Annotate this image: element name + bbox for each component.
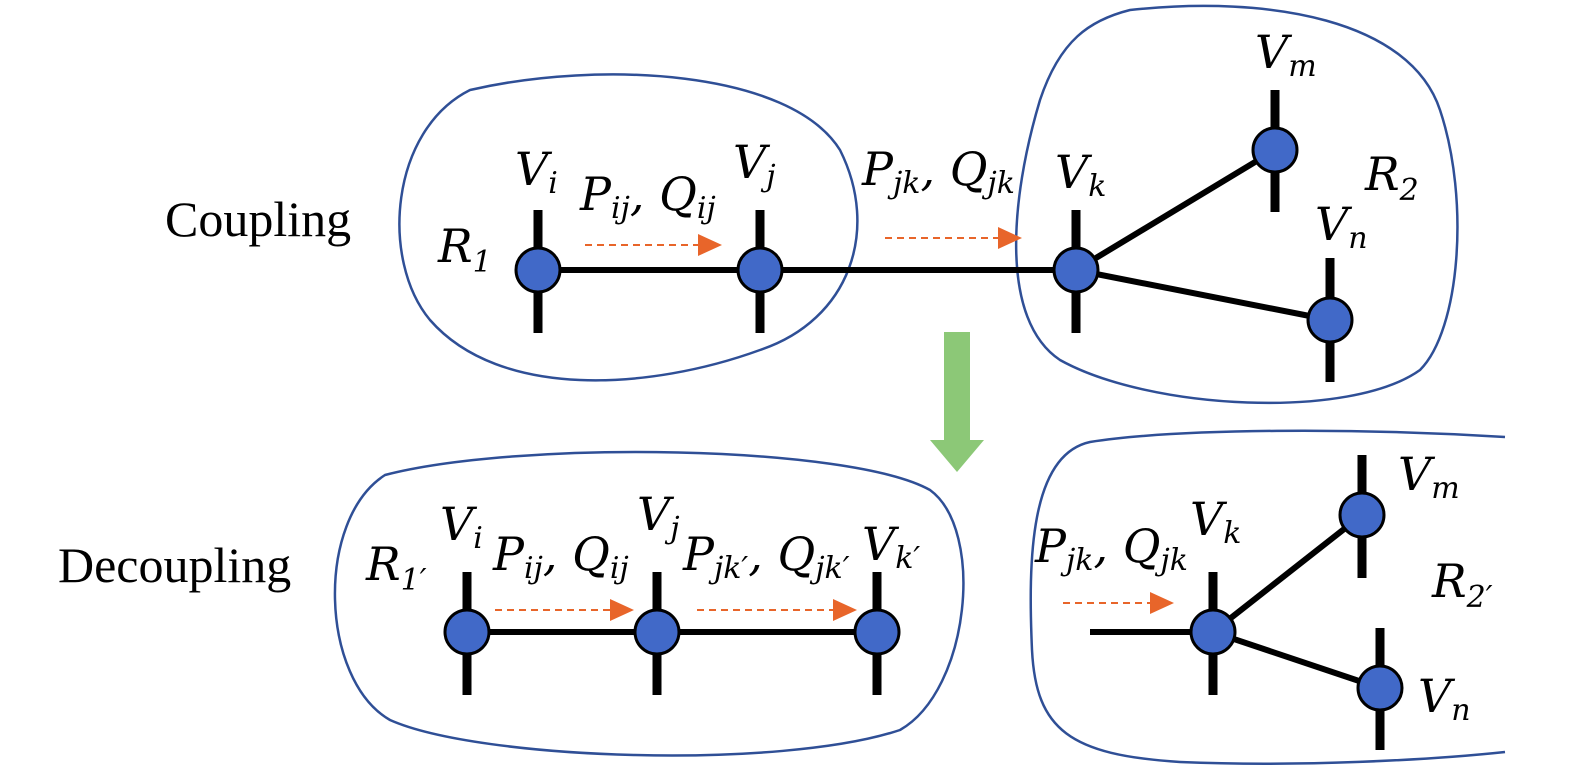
bus-node-vj-bottom xyxy=(633,608,681,656)
region-r2p-outline xyxy=(1029,429,1506,765)
bus-label-vkp-bottom: Vk′ xyxy=(862,517,920,576)
bus-node-vk-top xyxy=(1052,246,1100,294)
bus-node-vm-top xyxy=(1251,126,1299,174)
bus-node-vi-bottom xyxy=(443,608,491,656)
region-r1p-label: R1′ xyxy=(365,537,427,598)
bus-label-vk-bottom: Vk xyxy=(1190,492,1241,551)
region-r1-outline xyxy=(398,73,859,382)
bus-node-vi-top xyxy=(514,246,562,294)
bus-node-vm-bottom xyxy=(1338,491,1386,539)
flow-label-jk-top: Pjk, Qjk xyxy=(861,142,1015,201)
flow-label-ij-bottom: Pij, Qij xyxy=(492,527,629,586)
flow-label-jk-bottom: Pjk, Qjk xyxy=(1034,519,1188,578)
flow-arrowhead-ij-bottom xyxy=(610,599,634,621)
bus-node-vn-bottom xyxy=(1356,664,1404,712)
line-k-m-top xyxy=(1074,147,1277,273)
bus-label-vm-bottom: Vm xyxy=(1398,447,1460,506)
region-r2p-label: R2′ xyxy=(1431,554,1493,615)
bus-node-vkp-bottom xyxy=(853,608,901,656)
bus-label-vn-bottom: Vn xyxy=(1418,669,1471,728)
decoupling-transition-arrow xyxy=(930,332,984,472)
bus-label-vk-top: Vk xyxy=(1055,145,1106,204)
bus-label-vj-top: Vj xyxy=(733,135,776,194)
bus-label-vi-top: Vi xyxy=(515,142,558,201)
region-r2-outline xyxy=(1014,4,1459,405)
bus-label-vn-top: Vn xyxy=(1315,197,1368,256)
region-r2-label: R2 xyxy=(1364,147,1419,208)
bus-label-vi-bottom: Vi xyxy=(440,497,483,556)
region-r1p-outline xyxy=(333,450,965,757)
bus-node-vj-top xyxy=(736,246,784,294)
bus-label-vm-top: Vm xyxy=(1255,25,1317,84)
line-k-m-bottom xyxy=(1211,512,1364,635)
flow-arrowhead-ij-top xyxy=(698,234,722,256)
bus-label-vj-bottom: Vj xyxy=(637,487,680,546)
flow-arrowhead-jk-bottom xyxy=(1150,592,1174,614)
line-k-n-bottom xyxy=(1212,629,1381,691)
bus-node-vn-top xyxy=(1306,296,1354,344)
bus-node-vk-bottom xyxy=(1189,608,1237,656)
flow-label-ij-top: Pij, Qij xyxy=(579,167,716,226)
region-r1-label: R1 xyxy=(437,219,492,280)
flow-arrowhead-jkp-bottom xyxy=(833,599,857,621)
flow-arrowhead-jk-top xyxy=(998,227,1022,249)
decoupling-label: Decoupling xyxy=(58,537,291,593)
flow-label-jkp-bottom: Pjk′, Qjk′ xyxy=(682,527,850,586)
line-k-n-top xyxy=(1075,267,1331,323)
coupling-label: Coupling xyxy=(165,191,351,247)
